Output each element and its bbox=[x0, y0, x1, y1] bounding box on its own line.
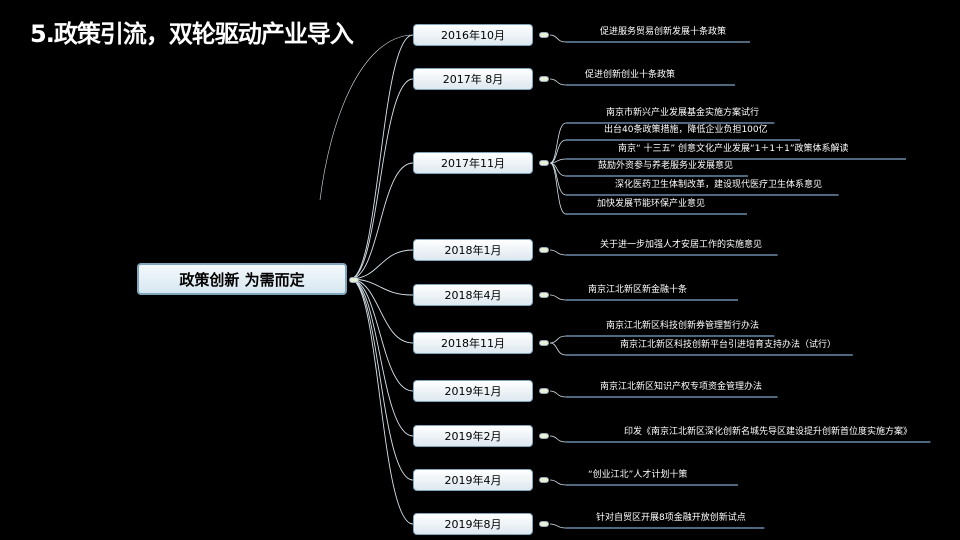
date-node-label: 2019年2月 bbox=[444, 430, 502, 443]
date-node[interactable]: 2018年4月 bbox=[413, 284, 533, 306]
policy-leaf-item[interactable]: 南京江北新区新金融十条 bbox=[588, 285, 688, 295]
date-node[interactable]: 2017年11月 bbox=[413, 152, 533, 174]
date-node-label: 2019年1月 bbox=[444, 385, 502, 398]
date-node-label: 2019年8月 bbox=[444, 518, 502, 531]
connector-line bbox=[349, 278, 414, 525]
root-node[interactable]: 政策创新 为需而定 bbox=[137, 263, 347, 295]
collapse-toggle-icon[interactable] bbox=[539, 433, 549, 439]
date-node[interactable]: 2018年1月 bbox=[413, 239, 533, 261]
policy-leaf-item[interactable]: 加快发展节能环保产业意见 bbox=[597, 199, 706, 209]
collapse-toggle-icon[interactable] bbox=[539, 477, 549, 483]
leaf-connector-line bbox=[549, 158, 567, 164]
leaf-connector-line bbox=[549, 435, 567, 443]
collapse-toggle-icon[interactable] bbox=[539, 76, 549, 82]
date-node[interactable]: 2019年8月 bbox=[413, 513, 533, 535]
policy-leaf-item[interactable]: 南京“ 十三五” 创意文化产业发展“1＋1＋1”政策体系解读 bbox=[618, 144, 849, 154]
policy-leaf-item[interactable]: 出台40条政策措施，降低企业负担100亿 bbox=[604, 125, 768, 135]
policy-leaf-item[interactable]: 南京市新兴产业发展基金实施方案试行 bbox=[606, 108, 760, 118]
policy-leaf-item[interactable]: 南京江北新区知识产权专项资金管理办法 bbox=[600, 382, 763, 392]
connector-line bbox=[349, 278, 414, 344]
root-collapse-icon[interactable] bbox=[349, 277, 359, 283]
leaf-connector-line bbox=[549, 78, 567, 86]
policy-leaf-item[interactable]: “创业江北”人才计划十策 bbox=[588, 470, 688, 480]
leaf-connector-line bbox=[549, 34, 567, 43]
policy-leaf-item[interactable]: 促进创新创业十条政策 bbox=[585, 70, 676, 80]
date-node[interactable]: 2018年11月 bbox=[413, 332, 533, 354]
policy-leaf-item[interactable]: 针对自贸区开展8项金融开放创新试点 bbox=[596, 513, 746, 523]
collapse-toggle-icon[interactable] bbox=[539, 32, 549, 38]
date-node[interactable]: 2017年 8月 bbox=[413, 68, 533, 90]
date-node-label: 2017年11月 bbox=[441, 157, 505, 170]
date-node[interactable]: 2019年4月 bbox=[413, 469, 533, 491]
collapse-toggle-icon[interactable] bbox=[539, 388, 549, 394]
date-node-label: 2018年11月 bbox=[441, 337, 505, 350]
leaf-connector-line bbox=[549, 479, 567, 486]
connector-line bbox=[349, 278, 414, 437]
policy-leaf-item[interactable]: 南京江北新区科技创新平台引进培育支持办法（试行） bbox=[620, 340, 837, 350]
connector-line bbox=[349, 34, 414, 280]
date-node[interactable]: 2016年10月 bbox=[413, 24, 533, 46]
leaf-connector-line bbox=[549, 294, 567, 301]
leaf-connector-line bbox=[549, 249, 567, 256]
leaf-connector-line bbox=[549, 139, 567, 164]
leaf-connector-line bbox=[549, 523, 567, 529]
collapse-toggle-icon[interactable] bbox=[539, 521, 549, 527]
policy-leaf-item[interactable]: 南京江北新区科技创新券管理暂行办法 bbox=[606, 321, 760, 331]
leaf-connector-line bbox=[549, 162, 567, 196]
connector-line bbox=[349, 278, 414, 392]
policy-leaf-item[interactable]: 印发《南京江北新区深化创新名城先导区建设提升创新首位度实施方案》 bbox=[624, 427, 913, 437]
collapse-toggle-icon[interactable] bbox=[539, 160, 549, 166]
leaf-connector-line bbox=[549, 162, 567, 215]
connector-line bbox=[319, 34, 411, 201]
collapse-toggle-icon[interactable] bbox=[539, 340, 549, 346]
page-title: 5.政策引流，双轮驱动产业导入 bbox=[30, 20, 354, 48]
leaf-connector-line bbox=[549, 335, 567, 344]
date-node[interactable]: 2019年2月 bbox=[413, 425, 533, 447]
policy-leaf-item[interactable]: 促进服务贸易创新发展十条政策 bbox=[600, 27, 727, 37]
collapse-toggle-icon[interactable] bbox=[539, 292, 549, 298]
policy-leaf-item[interactable]: 关于进一步加强人才安居工作的实施意见 bbox=[600, 240, 763, 250]
connector-line bbox=[349, 162, 414, 280]
leaf-connector-line bbox=[549, 342, 567, 356]
date-node-label: 2018年1月 bbox=[444, 244, 502, 257]
connector-line bbox=[349, 78, 414, 280]
date-node-label: 2019年4月 bbox=[444, 474, 502, 487]
date-node[interactable]: 2019年1月 bbox=[413, 380, 533, 402]
date-node-label: 2018年4月 bbox=[444, 289, 502, 302]
connector-line bbox=[349, 278, 414, 481]
policy-leaf-item[interactable]: 深化医药卫生体制改革，建设现代医疗卫生体系意见 bbox=[615, 180, 823, 190]
leaf-connector-line bbox=[549, 390, 567, 398]
root-node-label: 政策创新 为需而定 bbox=[179, 270, 305, 289]
date-node-label: 2016年10月 bbox=[441, 29, 505, 42]
leaf-connector-line bbox=[549, 122, 567, 164]
collapse-toggle-icon[interactable] bbox=[539, 247, 549, 253]
date-node-label: 2017年 8月 bbox=[442, 73, 504, 86]
policy-leaf-item[interactable]: 鼓励外资参与养老服务业发展意见 bbox=[598, 161, 734, 171]
